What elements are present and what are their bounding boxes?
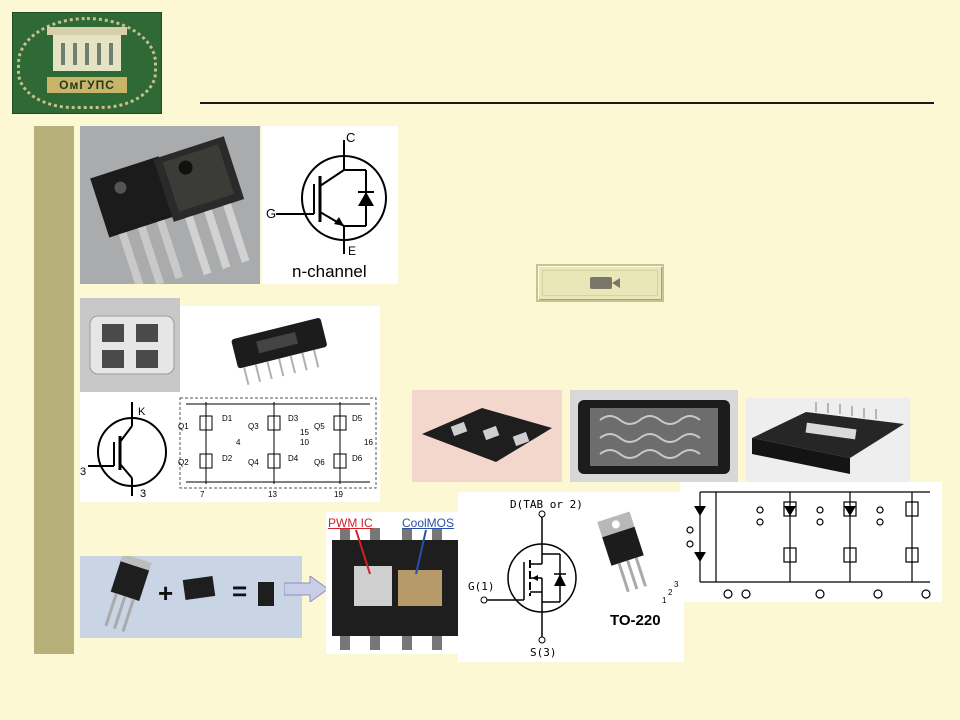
k-label: K [138, 406, 146, 418]
emitter-label: E [348, 244, 357, 258]
igbt-symbol-panel: C G E n-channel [262, 126, 398, 284]
q2-label: Q2 [178, 458, 189, 467]
drain-label: D(TAB or 2) [510, 498, 583, 511]
d3-label: D3 [288, 414, 299, 423]
igbt-to247-photo [80, 126, 260, 284]
pin19-label: 19 [334, 490, 343, 499]
pin-2-label: 2 [668, 588, 673, 597]
pin3-label: 3 [80, 466, 87, 478]
sip-module-photo [180, 306, 380, 392]
q6-label: Q6 [314, 458, 325, 467]
pwm-ic-label: PWM IC [328, 516, 373, 530]
source-label: S(3) [530, 646, 557, 659]
side-accent-bar [34, 126, 74, 654]
pin4-label: 4 [236, 438, 241, 447]
gate-label: G [266, 206, 277, 221]
plus-sign: + [158, 578, 174, 608]
q1-label: Q1 [178, 422, 189, 431]
coolmos-combination-photo: + = [80, 556, 302, 638]
equals-sign: = [232, 576, 248, 606]
n-channel-caption: n-channel [292, 262, 367, 281]
to220-label: TO-220 [610, 612, 661, 629]
pin-3-label: 3 [674, 580, 679, 589]
pin16-label: 16 [364, 438, 373, 447]
d4-label: D4 [288, 454, 299, 463]
coolmos-die-photo: PWM IC CoolMOS [326, 512, 462, 654]
q5-label: Q5 [314, 422, 325, 431]
pin10-label: 10 [300, 438, 309, 447]
pin13-label: 13 [268, 490, 277, 499]
ipm-module-photo [746, 398, 910, 486]
d5-label: D5 [352, 414, 363, 423]
d6-label: D6 [352, 454, 363, 463]
power-module-open-photo [570, 390, 738, 482]
coolmos-label: CoolMOS [402, 516, 455, 530]
collector-label: C [346, 130, 356, 145]
title-underline [200, 102, 934, 104]
laurel-wreath [17, 17, 157, 109]
pin15-label: 15 [300, 428, 309, 437]
converter-schematic-panel [680, 482, 942, 602]
pin3b-label: 3 [140, 488, 147, 500]
pin7-label: 7 [200, 490, 205, 499]
arrow-right-icon [284, 576, 328, 602]
video-camera-icon [590, 277, 620, 289]
igbt-symbol-k-panel: K 3 3 [80, 392, 176, 502]
q3-label: Q3 [248, 422, 259, 431]
video-play-button[interactable] [536, 264, 664, 302]
university-logo: ОмГУПС [12, 12, 162, 114]
logo-ribbon-text: ОмГУПС [47, 77, 127, 93]
igbt-module-photo-small [80, 298, 180, 392]
power-module-photo-1 [412, 390, 562, 482]
video-button-bevel [542, 270, 658, 296]
gate-pin-label: G(1) [468, 580, 495, 593]
pin-1-label: 1 [662, 596, 667, 605]
building-emblem [47, 27, 127, 71]
d1-label: D1 [222, 414, 233, 423]
q4-label: Q4 [248, 458, 259, 467]
bridge-schematic-panel: Q1 D1 Q2 D2 Q3 D3 Q4 D4 Q5 D5 Q6 D6 7 13… [176, 392, 380, 502]
d2-label: D2 [222, 454, 233, 463]
mosfet-schematic-panel: D(TAB or 2) G(1) S(3) TO-220 1 2 3 [458, 492, 684, 662]
